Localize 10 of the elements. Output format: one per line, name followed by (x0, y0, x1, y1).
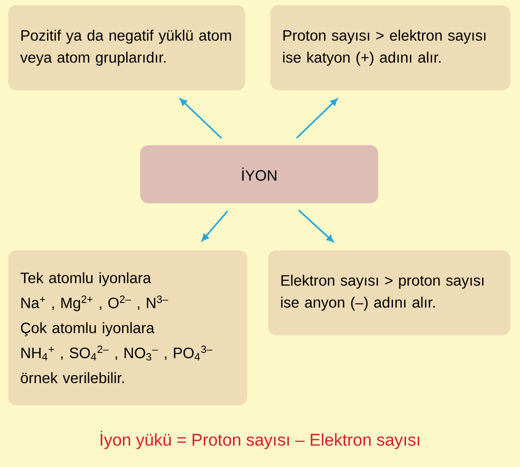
arrow (298, 210, 334, 242)
arrow (180, 98, 222, 139)
caption: İyon yükü = Proton sayısı – Elektron sayısı (100, 430, 420, 450)
text-box: Elektron sayısı > proton sayısı ise anyon (–) adını alır. (268, 250, 510, 336)
center-box: İYON (140, 145, 378, 204)
arrow (296, 98, 338, 139)
arrow (202, 210, 228, 242)
text-box: Proton sayısı > elektron sayısı ise katyon (+) adını alır. (270, 5, 510, 90)
text-box: Tek atomlu iyonlara Na$^{+}$ , Mg$^{2+}$ , O$^{2–}$ , N$^{3–}$ Çok atomlu iyonlara NH$_{4}$$^{+}$ , SO$_{4}$$^{2–}$ , NO$_{3}$$^{–}$ , PO$_{4}$3– örnek verilebilir. (8, 250, 248, 406)
text-box: Pozitif ya da negatif yüklü atom veya atom gruplarıdır. (8, 5, 246, 90)
